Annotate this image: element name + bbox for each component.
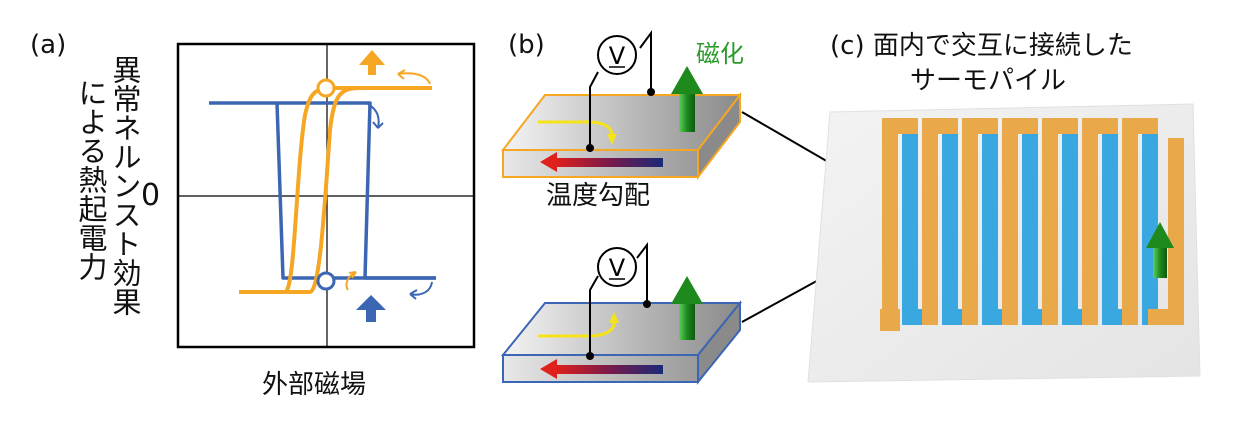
yellow-current-head-2 xyxy=(609,312,619,323)
blue-curl-arrow xyxy=(367,103,380,129)
contact-left xyxy=(586,144,594,152)
thermopile-top-link xyxy=(1002,118,1038,134)
magnetization-arrow2-head xyxy=(671,276,703,304)
heat-gradient-head-2 xyxy=(540,359,557,379)
contact2-right xyxy=(643,300,651,308)
slab-side-face xyxy=(697,92,741,180)
thermopile-blue-leg xyxy=(1062,118,1078,325)
thermopile-orange-leg xyxy=(1082,118,1098,325)
thermopile-top-link xyxy=(1122,118,1158,134)
orange-curl-arrow xyxy=(397,72,431,85)
blue-curl-head-2 xyxy=(409,289,418,300)
thermopile-orange-leg xyxy=(1042,118,1058,325)
heat-gradient-bar-2 xyxy=(555,365,663,374)
thermopile-top-link xyxy=(1042,118,1078,134)
blue-curl-arrow-2 xyxy=(409,281,433,296)
x-axis-label: 外部磁場 xyxy=(262,370,367,400)
panel-c-title: (c) 面内で交互に接続した xyxy=(830,33,1133,59)
y-axis-label-line2: による熱起電力 xyxy=(74,78,108,281)
wire-left xyxy=(589,71,599,148)
blue-loop-upper xyxy=(209,101,436,280)
panel-c-title-line1: 面内で交互に接続した xyxy=(872,31,1133,61)
thermopile-end-pad-left xyxy=(880,309,900,331)
thermopile-top-link xyxy=(922,118,958,134)
yellow-current-head xyxy=(607,134,617,145)
thermopile xyxy=(807,103,1201,383)
blue-up-arrow xyxy=(356,295,386,322)
substrate-magnetization-head xyxy=(1146,222,1174,248)
orange-marker xyxy=(316,78,336,98)
orange-loop-up xyxy=(239,86,432,294)
panel-c-label: (c) xyxy=(830,31,865,61)
panel-a-label: (a) xyxy=(30,30,67,60)
slab2-side-face xyxy=(697,300,741,385)
voltmeter-bottom-symbol: V xyxy=(609,254,626,282)
thermopile-top-link xyxy=(962,118,998,134)
panel-b-label: (b) xyxy=(508,30,545,60)
orange-loop-down xyxy=(239,86,361,294)
contact2-left xyxy=(586,352,594,360)
temperature-gradient-label: 温度勾配 xyxy=(546,181,651,211)
zero-tick-label: 0 xyxy=(141,178,161,213)
y-axis-label-line1: 異常ネルンスト効果 xyxy=(108,55,142,316)
substrate-magnetization-shaft xyxy=(1153,246,1167,278)
orange-curl-head xyxy=(397,69,406,80)
voltmeter-bottom xyxy=(597,247,637,287)
thermopile-blue-leg xyxy=(1022,118,1038,325)
wire-right xyxy=(639,29,652,90)
orange-up-arrow xyxy=(359,50,385,75)
thermopile-end-leg-right xyxy=(1168,138,1184,325)
wire2-left xyxy=(589,275,599,356)
device-top: V xyxy=(500,29,743,180)
thermopile-blue-leg xyxy=(902,118,918,325)
thermopile-blue-leg xyxy=(942,118,958,325)
magnetization-label: 磁化 xyxy=(696,40,744,68)
heat-gradient-head xyxy=(540,152,557,172)
thermopile-orange-leg xyxy=(882,118,898,325)
voltmeter-top-symbol: V xyxy=(609,42,626,70)
contact-right xyxy=(647,88,655,96)
thermopile-strips xyxy=(880,118,1184,331)
magnetization-arrow2-shaft xyxy=(679,302,695,340)
orange-curl-head-2 xyxy=(348,271,357,279)
thermopile-orange-leg xyxy=(1002,118,1018,325)
thermopile-blue-leg xyxy=(1102,118,1118,325)
magnetization-arrow-shaft xyxy=(679,92,695,132)
thermopile-blue-leg xyxy=(982,118,998,325)
blue-marker xyxy=(316,271,336,291)
wire2-right xyxy=(636,242,648,302)
panel-c-title-line2: サーモパイル xyxy=(910,66,1067,96)
heat-gradient-bar xyxy=(555,158,663,167)
hysteresis-plot xyxy=(176,42,476,349)
blue-curl-head xyxy=(372,121,384,129)
thermopile-blue-leg xyxy=(1142,118,1158,325)
blue-loop-lower xyxy=(275,102,436,280)
device-bottom: V xyxy=(500,242,743,385)
thermopile-orange-leg xyxy=(922,118,938,325)
magnetization-arrow-head xyxy=(671,66,703,94)
thermopile-orange-leg xyxy=(1122,118,1138,325)
thermopile-orange-leg xyxy=(962,118,978,325)
thermopile-top-link xyxy=(882,118,918,134)
thermopile-top-link xyxy=(1082,118,1118,134)
voltmeter-top xyxy=(597,35,637,75)
